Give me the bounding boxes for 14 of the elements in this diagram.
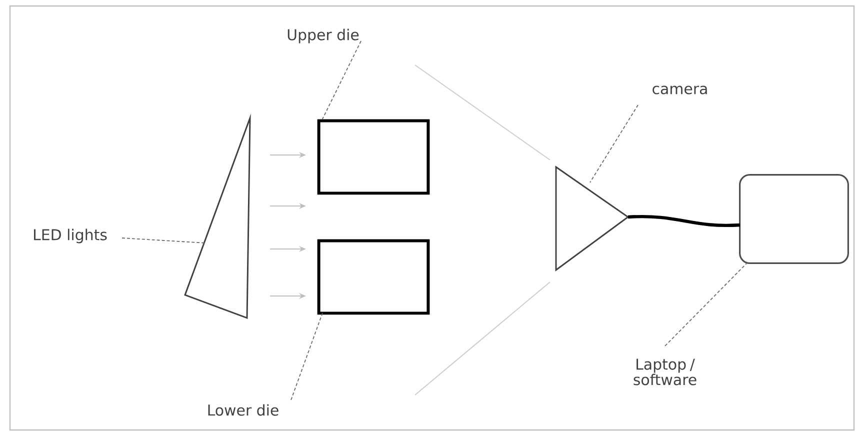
- leader-line: [590, 104, 638, 183]
- leader-line: [122, 238, 206, 244]
- leader-line: [290, 312, 323, 400]
- die-box: [317, 119, 430, 195]
- laptop-box: [739, 174, 849, 264]
- leader-line: [321, 40, 362, 122]
- label-text: LED lights: [34, 228, 107, 244]
- leader-line: [664, 262, 748, 346]
- label-text: Laptop / software: [634, 358, 696, 386]
- label-text: Upper die: [288, 28, 359, 44]
- cable: [628, 215, 740, 227]
- die-box: [317, 239, 430, 315]
- label-text: Lower die: [208, 404, 278, 416]
- label-text: camera: [652, 86, 707, 94]
